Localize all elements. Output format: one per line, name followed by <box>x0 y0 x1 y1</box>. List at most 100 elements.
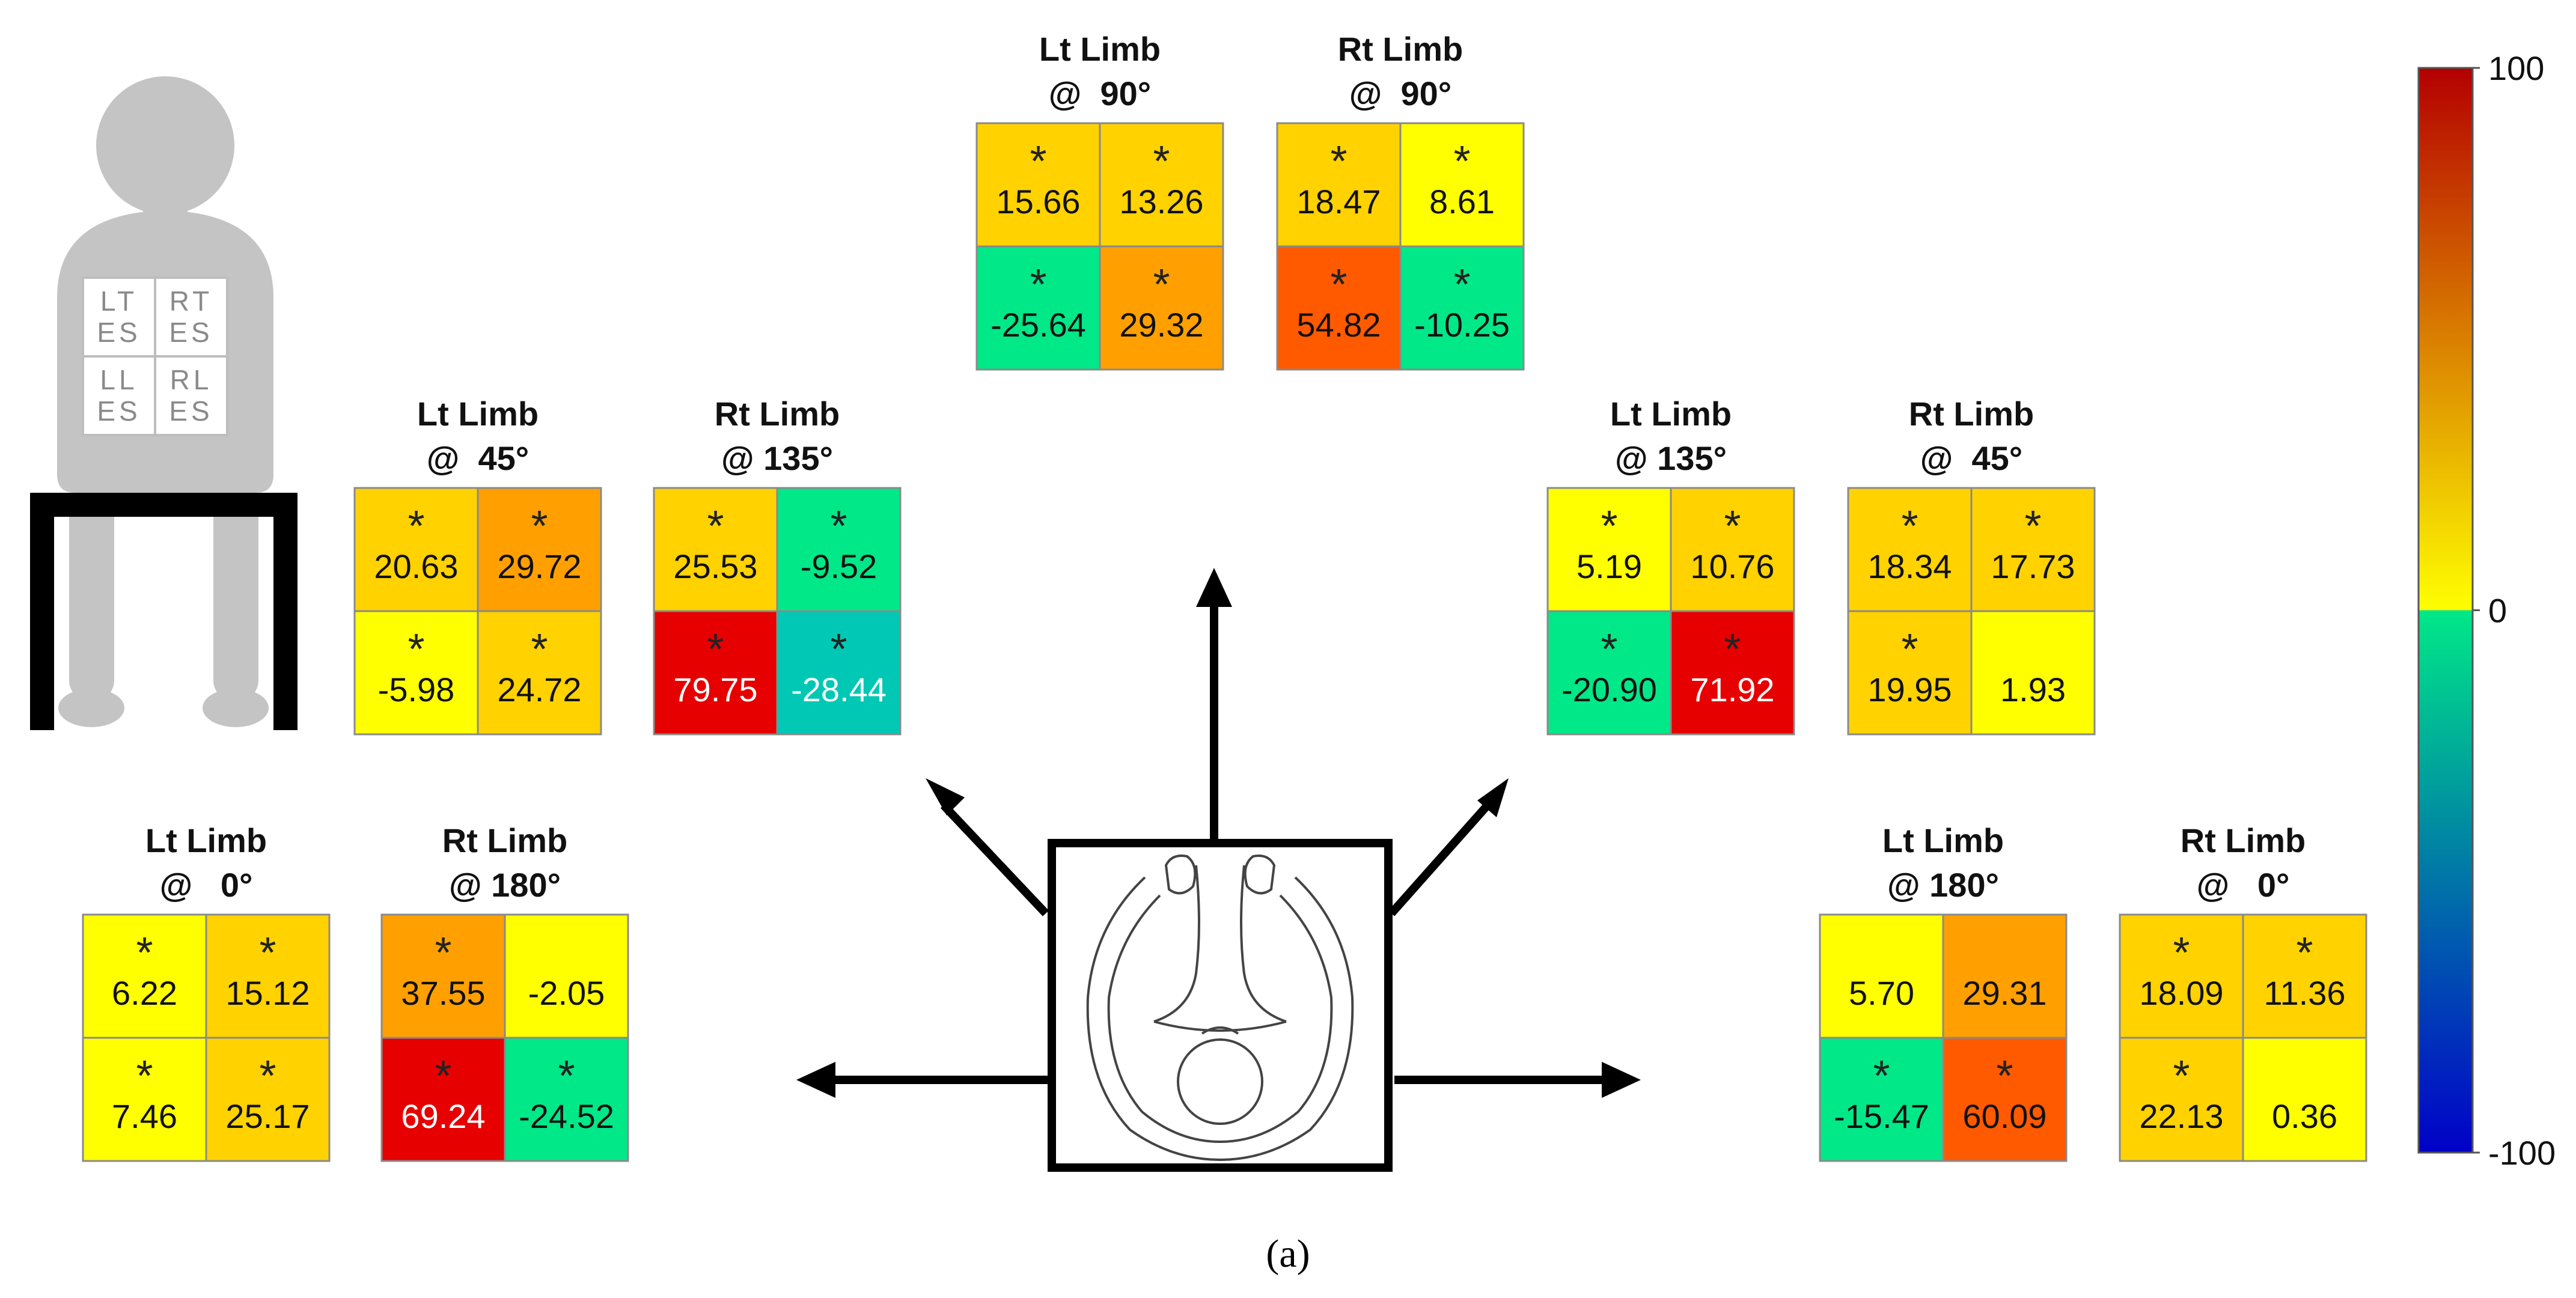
significance-star: * <box>1030 261 1046 309</box>
cell-value: 13.26 <box>1119 183 1203 221</box>
colorbar-tick-label: -100 <box>2488 1134 2556 1172</box>
cell-value: 6.22 <box>112 974 177 1012</box>
cell-value: 5.70 <box>1849 974 1914 1012</box>
top-view-person-arms-icon <box>1048 839 1393 1172</box>
heatmap-panel: Rt Limb@ 90°*18.47*8.61*54.82*-10.25 <box>1276 30 1525 371</box>
significance-star: * <box>2173 929 2190 977</box>
heatmap-cell <box>1670 610 1795 736</box>
cell-value: 79.75 <box>673 671 757 708</box>
back-grid-label-1-0-line2: ES <box>97 395 141 427</box>
cell-value: 18.09 <box>2139 974 2223 1012</box>
direction-arrows <box>796 568 1641 1098</box>
heatmap-cell <box>205 913 331 1039</box>
cell-value: 29.72 <box>497 547 581 585</box>
heatmap-cell <box>1819 913 1944 1039</box>
significance-star: * <box>707 502 724 550</box>
significance-star: * <box>2296 929 2313 977</box>
panel-angle: @ 45° <box>427 439 529 477</box>
heatmap-cell <box>1942 913 2068 1039</box>
heatmap-cell <box>380 913 506 1039</box>
cell-value: 15.66 <box>996 183 1080 221</box>
heatmap-panel: Rt Limb@ 180°*37.55-2.05*69.24*-24.52 <box>380 821 629 1162</box>
cell-value: 10.76 <box>1690 547 1774 585</box>
back-grid-label-0-1: RT <box>169 285 213 317</box>
heatmap-panel: Rt Limb@ 135°*25.53*-9.52*79.75*-28.44 <box>653 395 902 736</box>
heatmap-cell <box>1847 487 1973 612</box>
cell-value: 69.24 <box>401 1097 485 1135</box>
panel-title: Lt Limb <box>1039 30 1161 68</box>
cell-value: 25.17 <box>225 1097 310 1135</box>
heatmap-cell <box>1099 122 1224 248</box>
significance-star: * <box>1601 626 1617 674</box>
significance-star: * <box>1901 502 1918 550</box>
significance-star: * <box>407 626 424 674</box>
significance-star: * <box>435 929 451 977</box>
heatmap-cell <box>1099 245 1224 371</box>
significance-star: * <box>531 626 548 674</box>
cell-value: -10.25 <box>1414 306 1510 344</box>
cell-value: -25.64 <box>990 306 1086 344</box>
panel-title: Lt Limb <box>1882 821 2004 859</box>
arrow-up-icon <box>1196 568 1232 841</box>
cell-value: -2.05 <box>528 974 605 1012</box>
heatmap-cell <box>1847 610 1973 736</box>
cell-value: 1.93 <box>2000 671 2066 708</box>
colorbar-tick-label: 100 <box>2488 49 2544 87</box>
heatmap-cell <box>353 610 479 736</box>
significance-star: * <box>1601 502 1617 550</box>
cell-value: 19.95 <box>1867 671 1952 708</box>
panel-title: Rt Limb <box>715 395 840 433</box>
heatmap-cell <box>504 913 629 1039</box>
significance-star: * <box>1153 261 1170 309</box>
cell-value: 22.13 <box>2139 1097 2223 1135</box>
heatmap-cell <box>776 487 902 612</box>
panel-angle: @ 0° <box>160 866 253 904</box>
panel-title: Lt Limb <box>145 821 267 859</box>
heatmap-cell <box>477 487 602 612</box>
significance-star: * <box>1030 138 1046 186</box>
cell-value: 11.36 <box>2264 974 2346 1012</box>
heatmap-cell <box>477 610 602 736</box>
cell-value: 24.72 <box>497 671 581 708</box>
panel-angle: @ 45° <box>1920 439 2022 477</box>
significance-star: * <box>2173 1052 2190 1100</box>
arrow-up-right-icon <box>1388 778 1509 916</box>
significance-star: * <box>1453 261 1470 309</box>
heatmap-cell <box>653 610 778 736</box>
heatmap-cell <box>1819 1037 1944 1162</box>
cell-value: 15.12 <box>225 974 310 1012</box>
heatmap-cell <box>2119 1037 2244 1162</box>
cell-value: 5.19 <box>1576 547 1642 585</box>
panel-label: (a) <box>1266 1232 1310 1276</box>
significance-star: * <box>1330 138 1347 186</box>
cell-value: 0.36 <box>2272 1097 2337 1135</box>
heatmap-cell <box>1970 487 2096 612</box>
heatmap-cell <box>380 1037 506 1162</box>
significance-star: * <box>558 1052 575 1100</box>
chair-icon <box>30 493 298 730</box>
cell-value: 54.82 <box>1296 306 1381 344</box>
back-grid-label-0-1-line2: ES <box>169 317 213 348</box>
significance-star: * <box>830 626 847 674</box>
back-grid-label-1-1-line2: ES <box>169 395 213 427</box>
cell-value: -5.98 <box>378 671 455 708</box>
significance-star: * <box>531 502 548 550</box>
cell-value: 71.92 <box>1690 671 1774 708</box>
panel-angle: @ 180° <box>449 866 561 904</box>
significance-star: * <box>1901 626 1918 674</box>
heatmap-cell <box>1399 122 1525 248</box>
heatmap-cell <box>776 610 902 736</box>
heatmap-cell <box>975 245 1101 371</box>
heatmap-panels: Lt Limb@ 90°*15.66*13.26*-25.64*29.32Rt … <box>82 30 2367 1162</box>
significance-star: * <box>830 502 847 550</box>
cell-value: 8.61 <box>1429 183 1495 221</box>
significance-star: * <box>1873 1052 1890 1100</box>
significance-star: * <box>707 626 724 674</box>
cell-value: -28.44 <box>791 671 887 708</box>
